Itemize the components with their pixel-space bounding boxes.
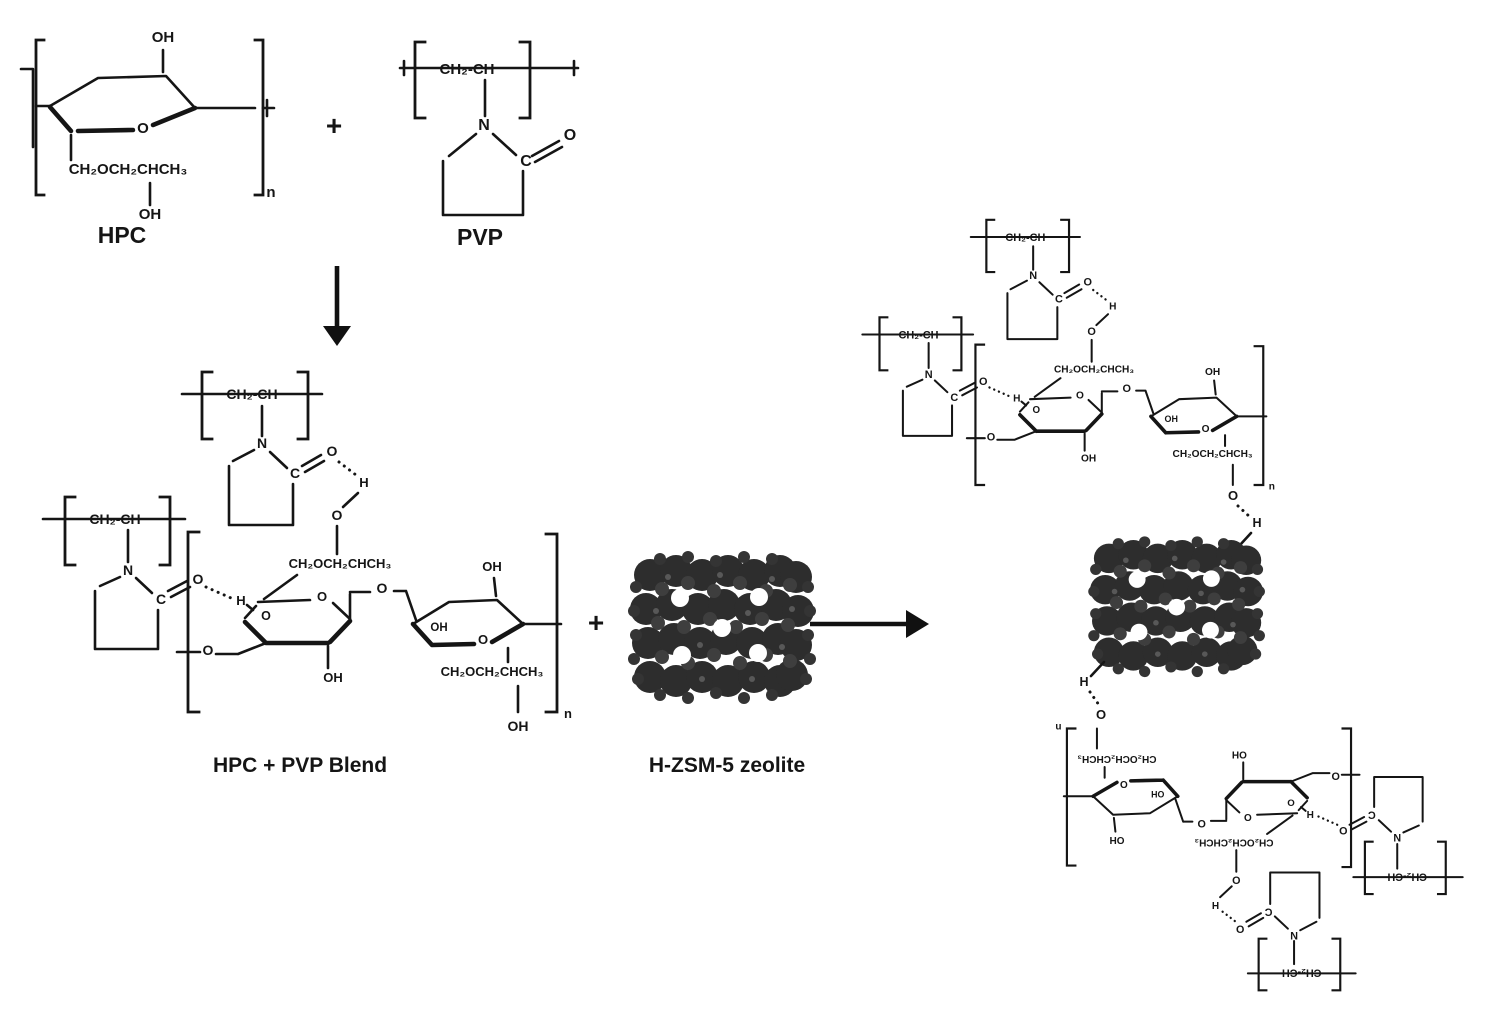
hpc-label: HPC bbox=[98, 222, 147, 248]
pvp-label: PVP bbox=[457, 224, 503, 250]
bracket-right bbox=[518, 40, 532, 120]
hydrogen-label: H bbox=[1079, 675, 1088, 689]
hpc-structure: n O OH CH₂OCH₂CHCH₃ OH HPC bbox=[19, 29, 276, 248]
zeolite-label: H-ZSM-5 zeolite bbox=[649, 754, 805, 777]
zeolite-image-composite bbox=[1088, 536, 1265, 678]
pvp-backbone-label: CH₂-CH bbox=[440, 61, 495, 78]
zeolite-image bbox=[628, 551, 816, 704]
reaction-arrow-down bbox=[323, 266, 351, 346]
reaction-arrow-right bbox=[810, 610, 929, 638]
arrowhead bbox=[906, 610, 929, 638]
chain-bond bbox=[398, 59, 580, 77]
nitrogen-label: N bbox=[478, 117, 490, 134]
plus-sign: + bbox=[326, 110, 342, 141]
bond bbox=[491, 132, 518, 157]
composite-top-zeolite-link: O H bbox=[1228, 488, 1262, 547]
hydrogen-label: H bbox=[1252, 516, 1261, 530]
arrowhead bbox=[323, 326, 351, 346]
oxygen-label: O bbox=[1096, 707, 1106, 722]
bracket-left bbox=[413, 40, 427, 120]
pyrrolidone-ring bbox=[441, 132, 525, 217]
hydroxyl-label: OH bbox=[139, 206, 162, 223]
plus-sign: + bbox=[588, 607, 604, 638]
bracket-right bbox=[253, 38, 265, 197]
blend-structure-instance bbox=[43, 372, 572, 721]
composite-bottom-blend bbox=[1053, 719, 1465, 993]
pvp-structure: CH₂-CH N C O PVP bbox=[398, 40, 580, 250]
oxygen-label: O bbox=[564, 127, 576, 144]
carbon-label: C bbox=[520, 153, 532, 170]
composite-top-blend bbox=[860, 218, 1277, 495]
bracket-left bbox=[34, 38, 46, 197]
label-backing bbox=[135, 120, 151, 136]
ring-bold-edges bbox=[47, 104, 198, 134]
ring-oxygen-label: O bbox=[137, 120, 149, 137]
carbonyl-double-bond bbox=[530, 139, 564, 164]
hydroxypropyl-label: CH₂OCH₂CHCH₃ bbox=[69, 161, 188, 178]
hydroxyl-label: OH bbox=[152, 29, 175, 46]
hydroxyl-label: OH bbox=[508, 718, 529, 734]
composite-bottom-zeolite-link: H O bbox=[1079, 660, 1106, 722]
repeat-subscript: n bbox=[266, 184, 275, 201]
chain-bonds bbox=[34, 98, 276, 118]
oxygen-label: O bbox=[1228, 488, 1238, 503]
repeat-bond bbox=[19, 67, 35, 149]
ring-edges bbox=[48, 74, 197, 110]
blend-label: HPC + PVP Blend bbox=[213, 754, 387, 777]
